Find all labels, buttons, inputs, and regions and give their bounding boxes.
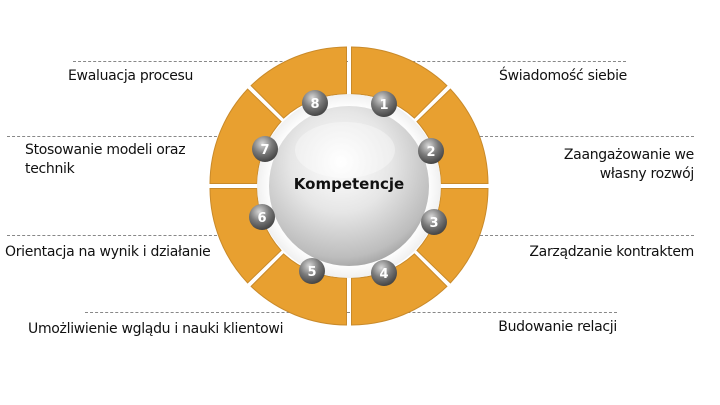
leader-line-7 <box>7 136 222 137</box>
svg-text:8: 8 <box>310 97 319 112</box>
label-8: Ewaluacja procesu <box>68 68 194 84</box>
label-1: Świadomość siebie <box>499 68 627 84</box>
badge-1: 1 <box>371 91 397 117</box>
label-7: Stosowanie modeli oraz technik <box>25 141 186 179</box>
segment-3 <box>416 188 489 284</box>
svg-text:5: 5 <box>307 265 316 280</box>
leader-line-4 <box>352 312 617 313</box>
badge-2: 2 <box>418 138 444 164</box>
svg-text:4: 4 <box>379 267 388 282</box>
segments <box>209 46 489 326</box>
label-4: Budowanie relacji <box>498 319 617 335</box>
segment-5 <box>250 253 347 326</box>
badges: 1 2 3 4 5 6 7 8 <box>249 90 447 286</box>
label-3: Zarządzanie kontraktem <box>529 244 694 260</box>
segment-8 <box>250 46 347 119</box>
leader-line-2 <box>480 136 694 137</box>
leader-line-5 <box>85 312 350 313</box>
svg-text:3: 3 <box>429 216 438 231</box>
badge-4: 4 <box>371 260 397 286</box>
label-7-line2: technik <box>25 161 75 177</box>
leader-line-3 <box>480 235 694 236</box>
svg-text:2: 2 <box>426 145 435 160</box>
center-sphere <box>269 106 429 266</box>
segment-1 <box>351 46 448 119</box>
segment-2 <box>416 88 489 184</box>
label-2-line1: Zaangażowanie we <box>563 147 694 163</box>
label-6: Orientacja na wynik i działanie <box>5 244 211 260</box>
badge-8: 8 <box>302 90 328 116</box>
badge-7: 7 <box>252 136 278 162</box>
badge-5: 5 <box>299 258 325 284</box>
center-label: Kompetencje <box>294 175 404 193</box>
segment-4 <box>351 253 448 326</box>
leader-line-1 <box>352 61 626 62</box>
label-5: Umożliwienie wglądu i nauki klientowi <box>28 321 284 337</box>
label-2: Zaangażowanie we własny rozwój <box>564 146 694 184</box>
segment-6 <box>209 188 282 284</box>
leader-line-6 <box>7 235 222 236</box>
segment-7 <box>209 88 282 184</box>
leader-line-8 <box>73 61 348 62</box>
label-2-line2: własny rozwój <box>599 166 695 182</box>
svg-text:1: 1 <box>379 98 388 113</box>
badge-6: 6 <box>249 204 275 230</box>
badge-3: 3 <box>421 209 447 235</box>
label-7-line1: Stosowanie modeli oraz <box>25 142 186 158</box>
svg-text:7: 7 <box>260 143 269 158</box>
svg-text:6: 6 <box>257 211 266 226</box>
